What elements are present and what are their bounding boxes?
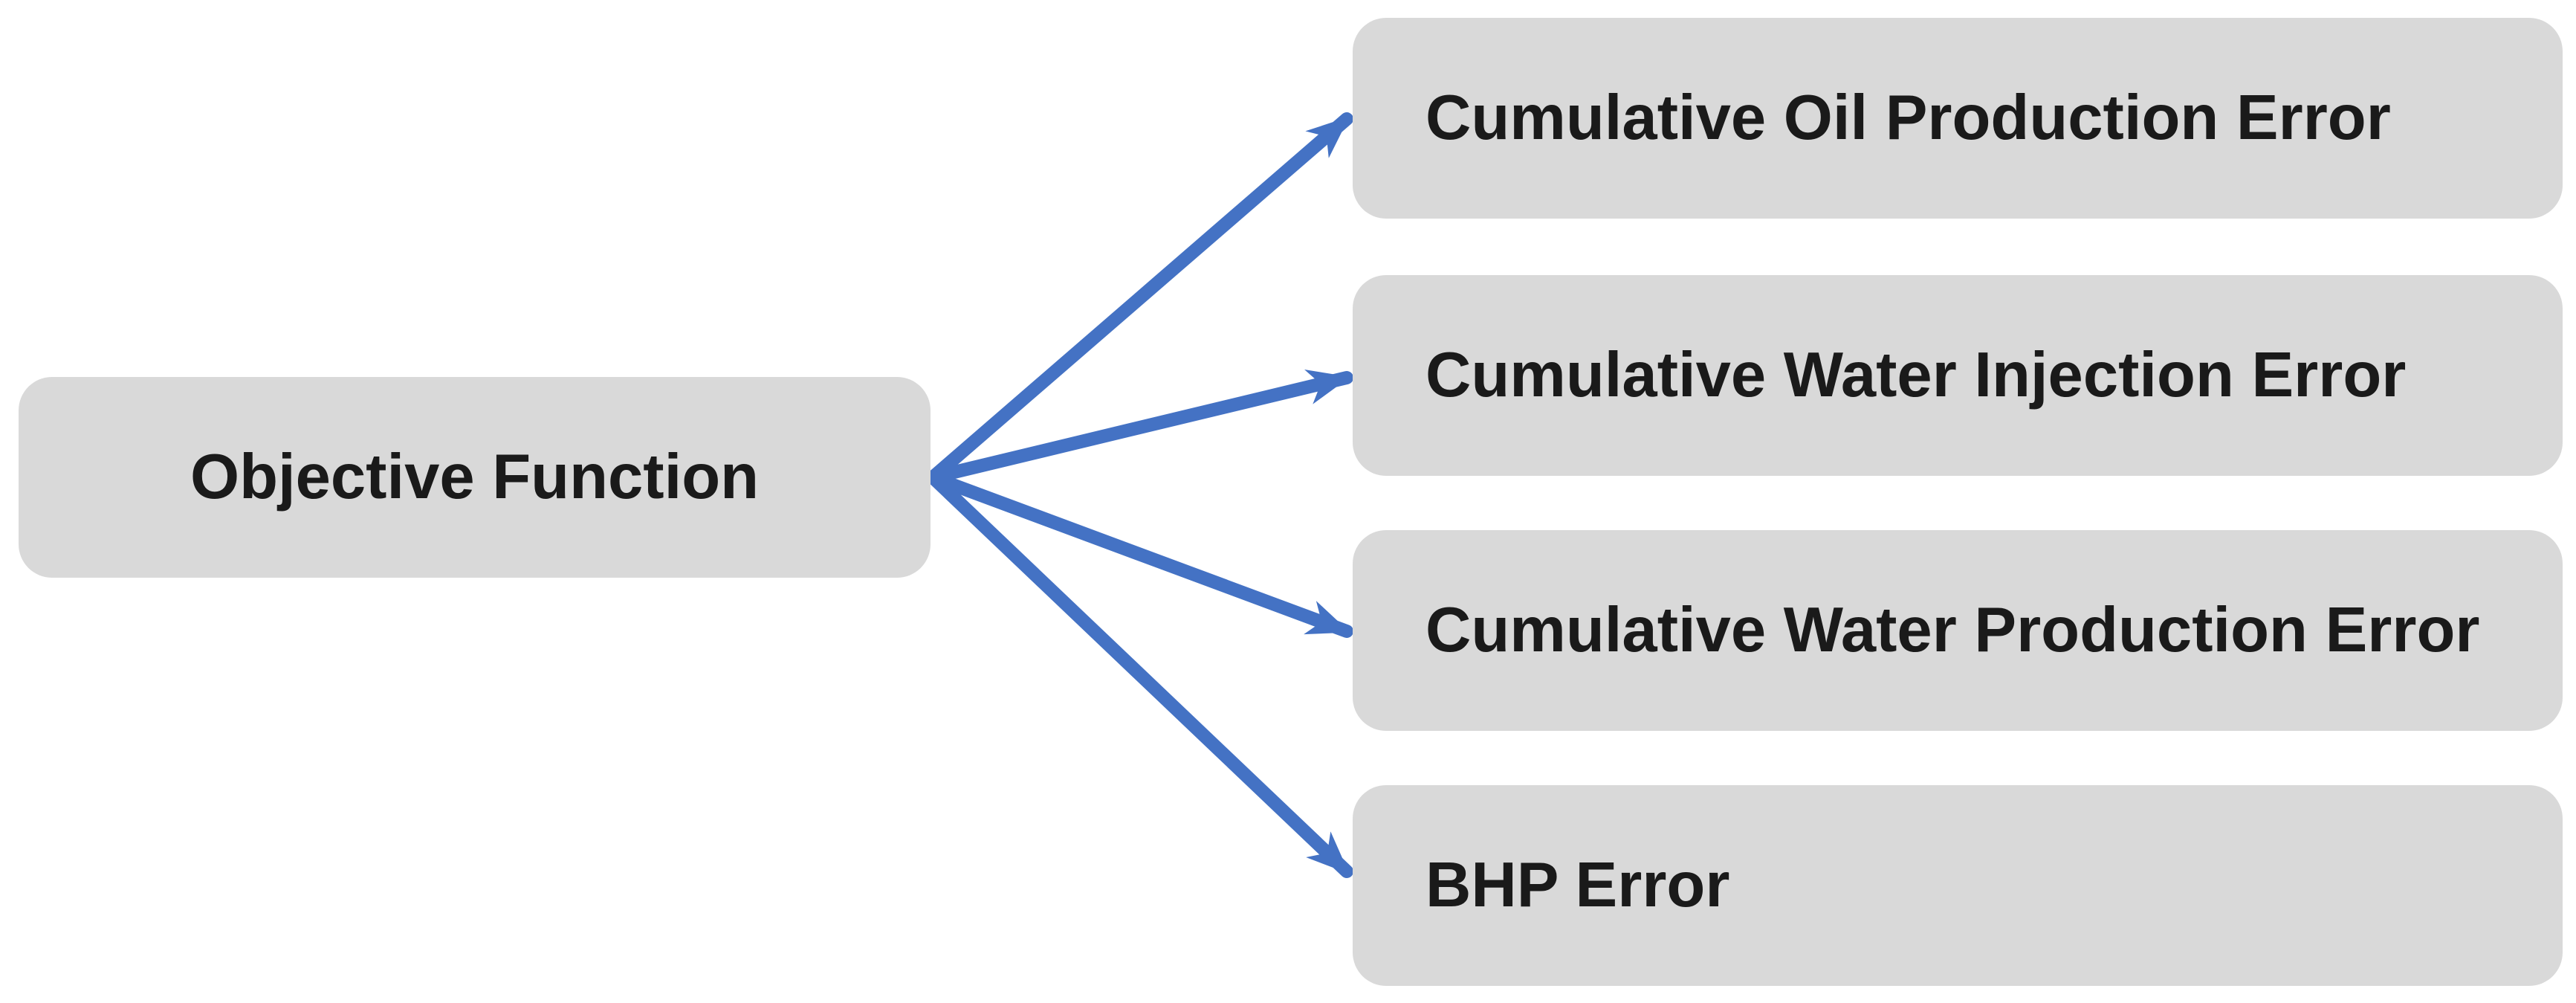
node-cumulative-oil-production-error-label: Cumulative Oil Production Error: [1425, 83, 2391, 154]
node-bhp-error-label: BHP Error: [1425, 850, 1730, 921]
node-objective-function-label: Objective Function: [190, 442, 760, 513]
node-bhp-error: BHP Error: [1353, 785, 2563, 986]
arrow-objective-to-bhp-error: [926, 471, 1353, 878]
node-cumulative-water-injection-error: Cumulative Water Injection Error: [1353, 275, 2563, 476]
arrow-objective-to-oil-production-error: [926, 112, 1353, 484]
node-cumulative-water-production-error: Cumulative Water Production Error: [1353, 530, 2563, 731]
arrow-objective-to-water-production-error: [926, 471, 1353, 638]
node-cumulative-water-injection-error-label: Cumulative Water Injection Error: [1425, 340, 2407, 411]
node-objective-function: Objective Function: [19, 377, 931, 578]
node-cumulative-oil-production-error: Cumulative Oil Production Error: [1353, 18, 2563, 219]
node-cumulative-water-production-error-label: Cumulative Water Production Error: [1425, 595, 2480, 666]
arrow-objective-to-water-injection-error: [926, 370, 1353, 484]
